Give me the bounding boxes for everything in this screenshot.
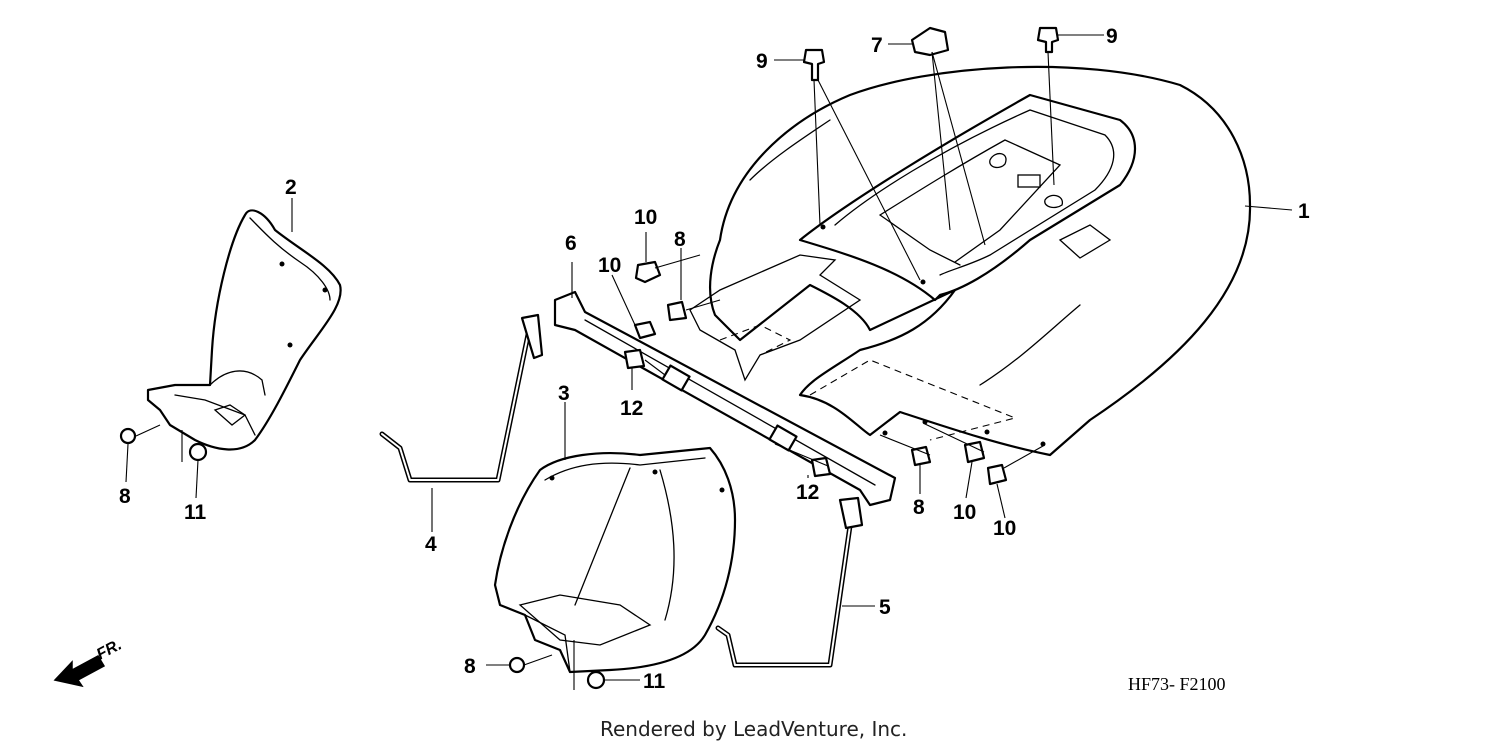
callout-3: 3 xyxy=(558,382,570,405)
arrow-icon xyxy=(53,655,106,688)
leader-lines xyxy=(125,34,1293,690)
callout-9-right: 9 xyxy=(1106,25,1118,48)
callout-1: 1 xyxy=(1298,200,1310,223)
callout-7: 7 xyxy=(871,34,883,57)
callout-8-right-guard: 8 xyxy=(464,655,476,678)
left-mud-guard xyxy=(146,209,342,451)
callout-labels: 1 2 3 4 5 6 7 8 8 8 8 9 9 10 10 10 10 11… xyxy=(119,25,1310,693)
callout-8-fender: 8 xyxy=(913,496,925,519)
callout-12-top: 12 xyxy=(620,397,643,420)
callout-10-mid: 10 xyxy=(598,254,621,277)
right-mud-guard xyxy=(493,446,737,674)
callout-4: 4 xyxy=(425,533,437,556)
figure-code: HF73- F2100 xyxy=(1128,674,1226,694)
callout-2: 2 xyxy=(285,176,297,199)
right-stay-rod xyxy=(715,496,864,668)
callout-8-left-guard: 8 xyxy=(119,485,131,508)
callout-6: 6 xyxy=(565,232,577,255)
front-direction-arrow: FR. xyxy=(53,636,125,688)
callout-11-left: 11 xyxy=(184,501,207,524)
rear-fender xyxy=(689,65,1252,457)
callout-8-bracket: 8 xyxy=(674,228,686,251)
callout-10-fender-right: 10 xyxy=(993,517,1016,540)
callout-9-left: 9 xyxy=(756,50,768,73)
callout-10-fender-left: 10 xyxy=(953,501,976,524)
callout-12-bottom: 12 xyxy=(796,481,819,504)
callout-10-top: 10 xyxy=(634,206,657,229)
render-credit: Rendered by LeadVenture, Inc. xyxy=(600,717,907,741)
callout-11-right: 11 xyxy=(643,670,666,693)
left-stay-rod xyxy=(379,313,544,483)
fasteners xyxy=(119,26,1060,690)
callout-5: 5 xyxy=(879,596,891,619)
